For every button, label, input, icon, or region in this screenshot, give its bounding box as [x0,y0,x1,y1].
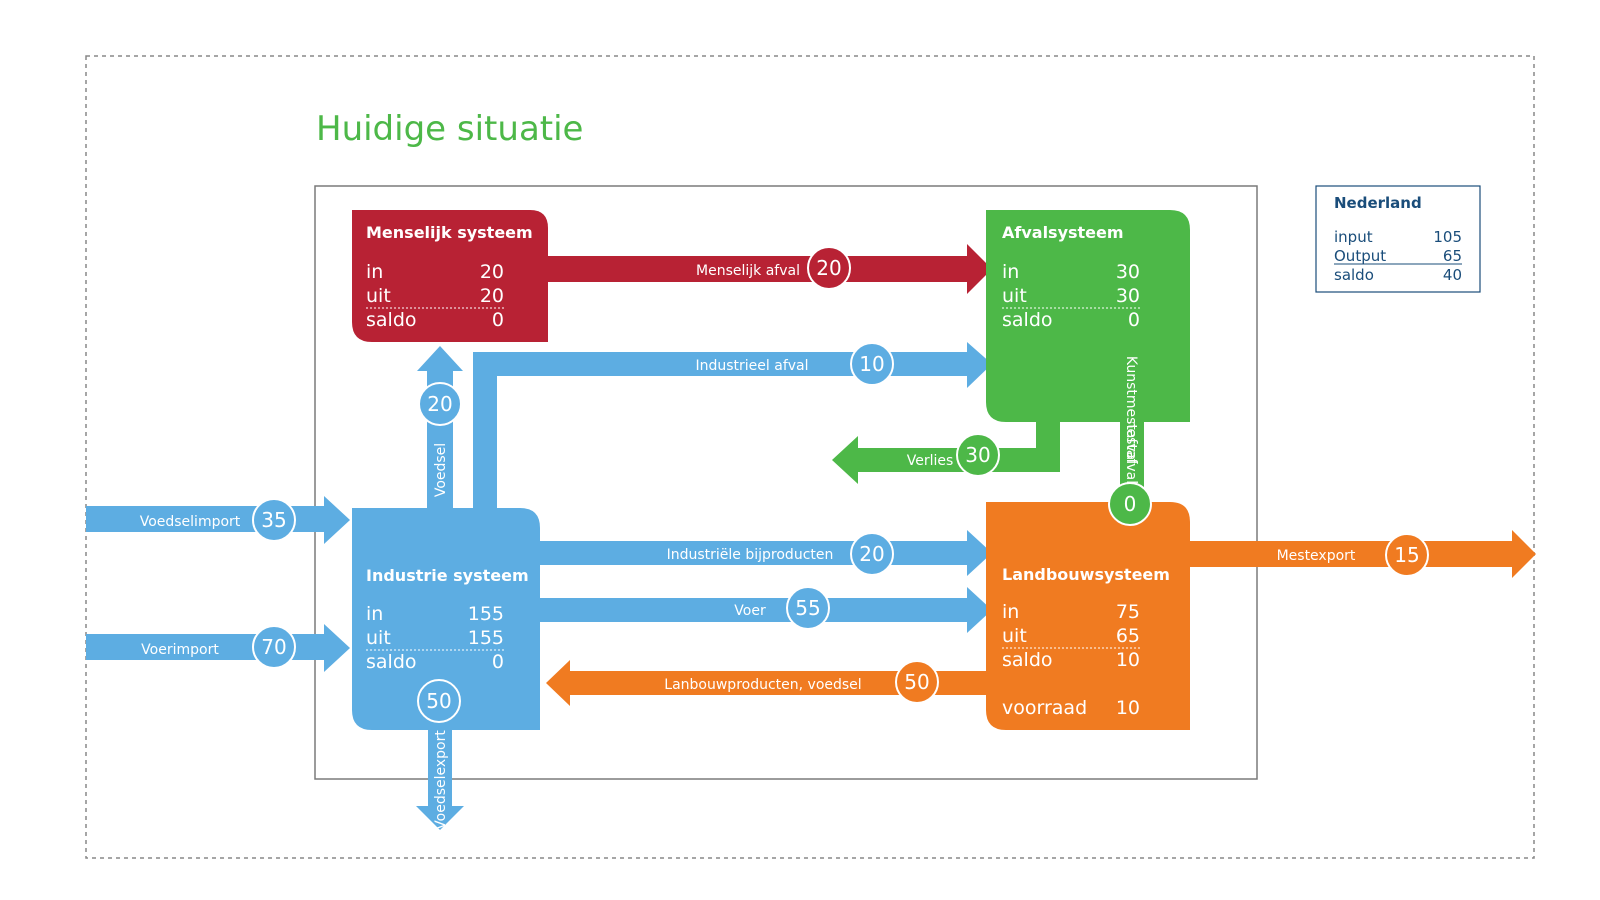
human-uit-value: 20 [480,285,504,307]
flow-bijproducten: Industriële bijproducten [540,530,992,576]
agri-voorraad-value: 10 [1116,697,1140,719]
human-uit-label: uit [366,285,391,307]
agri-in-value: 75 [1116,601,1140,623]
value-voedselexport: 50 [426,689,451,713]
legend-nederland: Nederland input 105 Output 65 saldo 40 [1315,185,1481,293]
outer-dashed-frame [85,55,1535,859]
flow-voedselimport: Voedselimport [86,496,350,544]
value-voer: 55 [795,596,820,620]
value-bijproducten: 20 [859,542,884,566]
flow-voedsel: Voedsel [417,346,463,510]
value-circle-kunstmestafval: 0 [1108,482,1152,526]
agri-uit-value: 65 [1116,625,1140,647]
value-circle-voedselimport: 35 [252,498,296,542]
flow-kunstmestafval-label-overlay: Kunstmestafval [1123,356,1139,464]
industry-in-label: in [366,603,383,625]
box-afvalsysteem: Afvalsysteem in 30 uit 30 saldo 0 [986,210,1190,422]
legend-input-value: 105 [1433,228,1462,246]
waste-saldo-value: 0 [1128,309,1140,331]
agri-in-label: in [1002,601,1019,623]
flow-landbouwproducten-label: Lanbouwproducten, voedsel [664,677,861,693]
agri-voorraad-label: voorraad [1002,697,1087,719]
flow-voer: Voer [540,587,992,633]
flow-voerimport: Voerimport [86,624,350,672]
box-menselijk-systeem: Menselijk systeem in 20 uit 20 saldo 0 [352,210,548,342]
flow-voedselexport: Voedselexport [416,728,464,830]
value-circle-voerimport: 70 [252,625,296,669]
flow-menselijk-afval: Menselijk afval [540,244,992,294]
flow-verlies-label: Verlies [907,453,954,469]
value-voedselimport: 35 [261,508,286,532]
industry-saldo-label: saldo [366,651,417,673]
value-menselijk-afval: 20 [816,256,841,280]
industry-uit-label: uit [366,627,391,649]
waste-uit-value: 30 [1116,285,1140,307]
agri-saldo-value: 10 [1116,649,1140,671]
industry-title: Industrie systeem [366,566,529,585]
human-title: Menselijk systeem [366,223,533,242]
flow-industrieel-afval-label: Industrieel afval [695,358,808,374]
value-circle-verlies: 30 [956,433,1000,477]
value-circle-industrieel-afval: 10 [850,342,894,386]
value-circle-mestexport: 15 [1385,533,1429,577]
industry-in-value: 155 [468,603,504,625]
value-voedsel: 20 [427,392,452,416]
kunstmest-strip [1120,356,1144,422]
flow-mestexport-label: Mestexport [1277,548,1356,564]
value-voerimport: 70 [261,635,286,659]
value-landbouwproducten: 50 [904,670,929,694]
legend-title: Nederland [1334,194,1422,212]
flow-mestexport: Mestexport [1190,530,1536,578]
value-kunstmestafval: 0 [1124,492,1137,516]
legend-saldo-label: saldo [1334,266,1374,284]
waste-title: Afvalsysteem [1002,223,1124,242]
value-circle-menselijk-afval: 20 [807,246,851,290]
system-boundary-frame [314,185,1258,780]
agri-title: Landbouwsysteem [1002,565,1170,584]
value-industrieel-afval: 10 [859,352,884,376]
box-landbouwsysteem: Landbouwsysteem in 75 uit 65 saldo 10 vo… [986,502,1190,730]
flow-bijproducten-label: Industriële bijproducten [667,547,834,563]
human-in-value: 20 [480,261,504,283]
waste-saldo-label: saldo [1002,309,1053,331]
industry-uit-value: 155 [468,627,504,649]
flow-voer-label: Voer [734,603,766,619]
diagram-title: Huidige situatie [316,109,583,149]
flow-voerimport-label: Voerimport [141,642,219,658]
value-mestexport: 15 [1394,543,1419,567]
flow-industrieel-afval: Industrieel afval [473,342,992,512]
flow-voedselexport-label: Voedselexport [433,730,449,830]
flow-voedsel-label: Voedsel [433,443,449,497]
human-saldo-value: 0 [492,309,504,331]
agri-saldo-label: saldo [1002,649,1053,671]
waste-in-value: 30 [1116,261,1140,283]
legend-saldo-value: 40 [1443,266,1462,284]
value-circle-voedsel: 20 [418,382,462,426]
box-industrie-systeem: Industrie systeem in 155 uit 155 saldo 0 [352,508,540,730]
flow-voedselimport-label: Voedselimport [140,514,241,530]
value-circle-landbouwproducten: 50 [895,660,939,704]
waste-in-label: in [1002,261,1019,283]
human-saldo-label: saldo [366,309,417,331]
value-circle-voer: 55 [786,586,830,630]
flow-verlies: Verlies [832,410,1060,484]
industry-saldo-value: 0 [492,651,504,673]
value-verlies: 30 [965,443,990,467]
human-in-label: in [366,261,383,283]
value-circle-bijproducten: 20 [850,532,894,576]
legend-output-label: Output [1334,247,1386,265]
flow-menselijk-afval-label: Menselijk afval [696,263,800,279]
value-circle-voedselexport: 50 [417,679,461,723]
waste-uit-label: uit [1002,285,1027,307]
agri-uit-label: uit [1002,625,1027,647]
legend-input-label: input [1334,228,1373,246]
legend-output-value: 65 [1443,247,1462,265]
